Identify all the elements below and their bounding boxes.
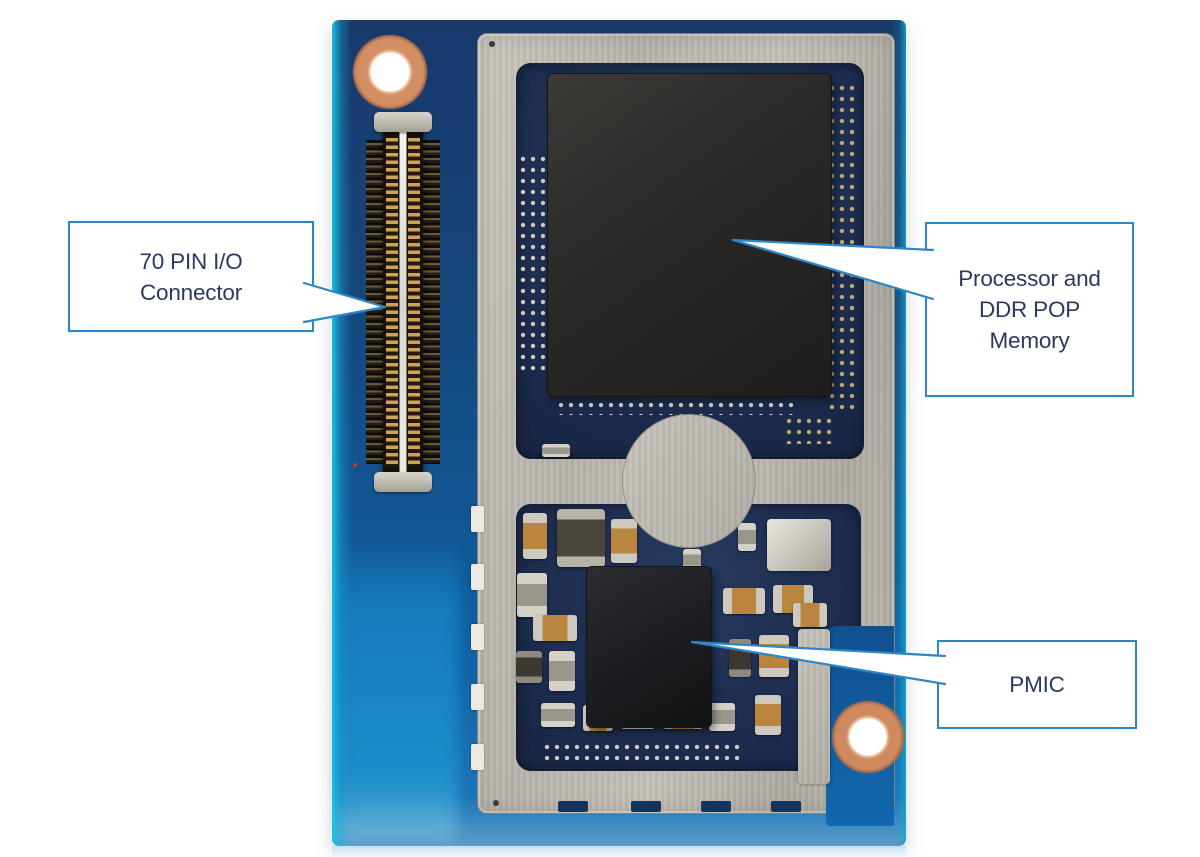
mounting-hole-top-left (352, 32, 428, 112)
shield-rivet (493, 800, 499, 806)
shield-solder-tab (471, 506, 484, 532)
capacitor (738, 523, 756, 551)
rf-shield (471, 33, 895, 826)
fiducial-dot (353, 463, 357, 467)
capacitor (709, 703, 735, 731)
connector-pins-left (386, 138, 398, 466)
mounting-hole-bottom-right (830, 698, 906, 776)
capacitor (542, 444, 570, 457)
shield-tab (798, 629, 830, 784)
capacitor (729, 639, 751, 677)
shield-edge-notch (771, 801, 801, 812)
callout-pmic-line1: PMIC (1009, 672, 1065, 697)
capacitor (541, 703, 575, 727)
capacitor (611, 519, 637, 563)
callout-processor-line2: DDR POP (978, 297, 1081, 322)
connector-pins-right (408, 138, 420, 466)
callout-processor: Processor and DDR POP Memory (925, 222, 1134, 397)
callout-processor-line1: Processor and (958, 266, 1101, 291)
solder-pads-cluster (786, 418, 832, 444)
callout-processor-line3: Memory (989, 328, 1070, 353)
pmic-chip (587, 567, 711, 727)
shield-solder-tab (471, 564, 484, 590)
shield-opening-processor (516, 63, 864, 459)
solder-pads-left-column (520, 156, 546, 371)
pcb-board (332, 20, 906, 846)
connector-clip-bottom (374, 472, 432, 492)
capacitor (793, 603, 827, 627)
capacitor (533, 615, 577, 641)
io-connector-70pin (366, 112, 440, 492)
capacitor (683, 549, 701, 571)
connector-clip-top (374, 112, 432, 132)
callout-connector-line2: Connector (139, 279, 242, 305)
capacitor (516, 651, 542, 683)
shield-edge-notch (631, 801, 661, 812)
inductor (557, 509, 605, 567)
shield-solder-tab (471, 684, 484, 710)
capacitor (723, 588, 765, 614)
shield-solder-tab (471, 744, 484, 770)
processor-ddr-pop-chip (548, 74, 831, 396)
callout-connector-line1: 70 PIN I/O (139, 248, 243, 274)
shield-edge-notch (701, 801, 731, 812)
shield-rivet (489, 41, 495, 47)
smd-component (767, 519, 831, 571)
capacitor (759, 635, 789, 677)
board-reflection (332, 846, 906, 857)
shield-circular-bulge (622, 414, 756, 548)
callout-connector: 70 PIN I/O Connector (68, 221, 314, 332)
solder-pads-row (544, 744, 744, 760)
capacitor (755, 695, 781, 735)
connector-body (383, 116, 423, 488)
solder-pads-right-column (829, 85, 857, 415)
connector-center-rail (399, 120, 407, 484)
capacitor (523, 513, 547, 559)
callout-pmic: PMIC (937, 640, 1137, 729)
shield-edge-notch (558, 801, 588, 812)
capacitor (549, 651, 575, 691)
shield-solder-tab (471, 624, 484, 650)
capacitor (517, 573, 547, 617)
connector-pin-teeth-right (421, 140, 440, 464)
board-edge-glow (340, 540, 458, 840)
